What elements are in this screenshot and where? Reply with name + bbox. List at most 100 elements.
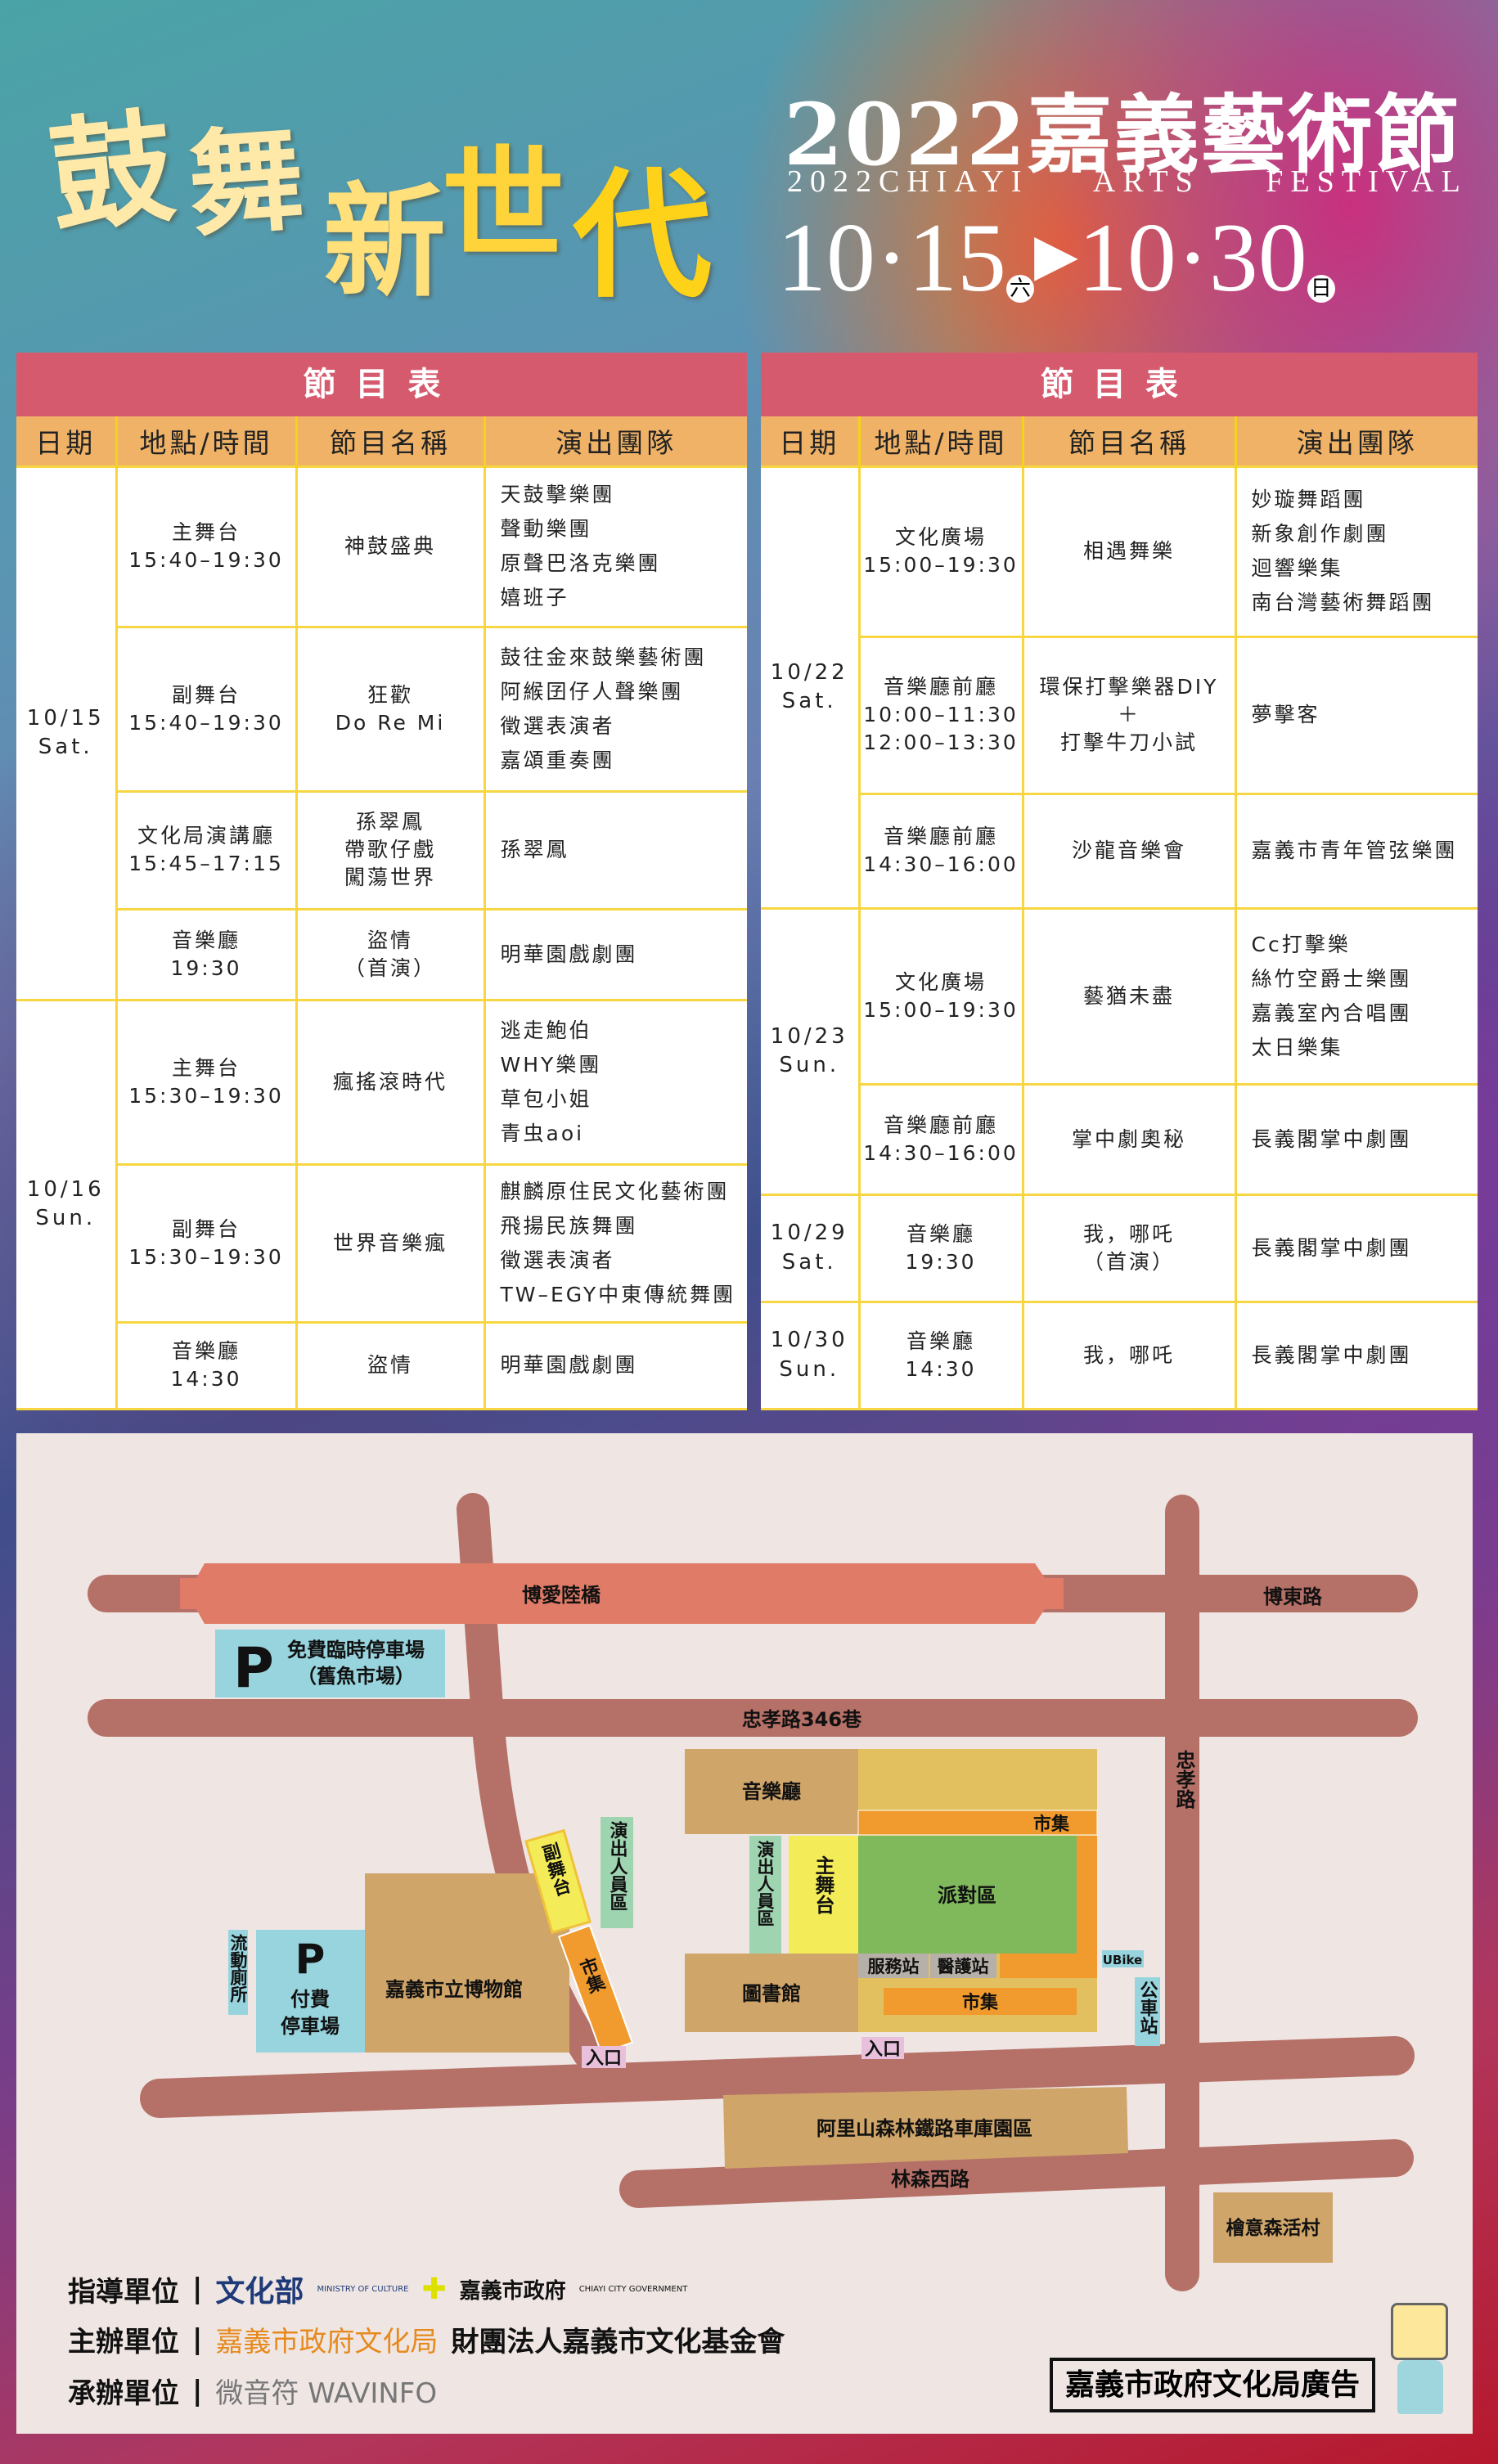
venue-time-cell: 主舞台 15:40–19:30 (115, 465, 298, 628)
team-cell: 長義閣掌中劇團 (1234, 1300, 1478, 1410)
program-cell: 孫翠鳳 帶歌仔戲 闖蕩世界 (295, 789, 486, 911)
col-team: 演出團隊 (1234, 416, 1478, 466)
paid-parking-label: 付費 (290, 1988, 330, 2011)
slogan-char: 舞 (184, 111, 308, 254)
side-stage: 副舞台 (524, 1828, 592, 1935)
hinoki-village (1213, 2192, 1333, 2263)
slogan-char: 世 (442, 133, 565, 277)
staff-area-left (601, 1817, 633, 1928)
alishan-railway-garage (723, 2087, 1128, 2169)
venue-time-cell: 主舞台 15:30–19:30 (115, 998, 298, 1166)
program-cell: 藝猶未盡 (1021, 906, 1237, 1086)
date-cell: 10/23 Sun. (761, 906, 861, 1196)
program-cell: 相遇舞樂 (1021, 465, 1237, 638)
museum (365, 1873, 569, 2053)
venue-time-cell: 音樂廳前廳 14:30–16:00 (857, 792, 1024, 910)
cultural-affairs-logo: 嘉義市政府文化局 (215, 2326, 439, 2358)
team-cell: 長義閣掌中劇團 (1234, 1193, 1478, 1303)
bridge-label: 博愛陸橋 (522, 1584, 601, 1607)
market-label: 市集 (1033, 1814, 1070, 1835)
arrow-icon: ▶ (1033, 224, 1078, 287)
road-linsen (619, 2139, 1414, 2208)
market-left: 市集 (557, 1924, 634, 2055)
ubike-station (1102, 1950, 1144, 1967)
venue-time-cell: 音樂廳 14:30 (115, 1320, 298, 1410)
main-stage-label: 主舞台 (812, 1855, 834, 1914)
advertisement-label: 嘉義市政府文化局廣告 (1050, 2358, 1375, 2412)
hero-banner: 鼓 舞 新 世 代 2022嘉義藝術節 2022CHIAYI ARTS FEST… (0, 0, 1498, 344)
staff-area-label: 演出人員區 (755, 1840, 776, 1927)
entrance-right (861, 2037, 904, 2059)
main-stage (789, 1836, 858, 1954)
alishan-label: 阿里山森林鐵路車庫園區 (816, 2117, 1032, 2140)
free-parking-sublabel: （舊魚市場） (297, 1665, 415, 1688)
program-cell: 神鼓盛典 (295, 465, 486, 628)
festival-title: 2022嘉義藝術節 (784, 84, 1461, 185)
program-cell: 狂歡 Do Re Mi (295, 625, 486, 793)
guidance-row: 指導單位| 文化部 MINISTRY OF CULTURE ✚ 嘉義市政府 CH… (68, 2268, 687, 2310)
venue-time-cell: 音樂廳 14:30 (857, 1300, 1024, 1410)
venue-time-cell: 副舞台 15:30–19:30 (115, 1162, 298, 1324)
team-cell: 麒麟原住民文化藝術團 飛揚民族舞團 徵選表演者 TW–EGY中東傳統舞團 (483, 1162, 747, 1324)
team-cell: 鼓往金來鼓樂藝術團 阿緱囝仔人聲樂團 徵選表演者 嘉頌重奏團 (483, 625, 747, 793)
venue-time-cell: 文化局演講廳 15:45–17:15 (115, 789, 298, 911)
library-label: 圖書館 (742, 1982, 801, 2005)
date-cell: 10/15 Sat. (16, 465, 118, 1001)
team-cell: 長義閣掌中劇團 (1234, 1082, 1478, 1196)
program-cell: 沙龍音樂會 (1021, 792, 1237, 910)
service-station-label: 服務站 (868, 1957, 920, 1976)
venue-time-cell: 副舞台 15:40–19:30 (115, 625, 298, 793)
entrance-label: 入口 (865, 2039, 901, 2060)
date-cell: 10/29 Sat. (761, 1193, 861, 1303)
date-end: 10·30 (1077, 203, 1307, 312)
schedule-table-left: 節目表 日期 地點/時間 節目名稱 演出團隊 10/15 Sat.主舞台 15:… (16, 353, 747, 1410)
team-cell: 嘉義市青年管弦樂團 (1234, 792, 1478, 910)
slogan-char: 鼓 (43, 94, 181, 251)
col-program: 節目名稱 (1021, 416, 1235, 466)
wavinfo-logo: 微音符 WAVINFO (215, 2377, 438, 2410)
divider: | (192, 2374, 203, 2408)
bus-stop-label: 公車站 (1137, 1981, 1158, 2035)
free-parking (215, 1630, 445, 1697)
schedule-title: 節目表 (16, 353, 747, 416)
schedule-title: 節目表 (761, 353, 1478, 416)
date-start: 10·15 (777, 203, 1006, 312)
bridge (180, 1563, 1064, 1624)
team-cell: 天鼓擊樂團 聲動樂團 原聲巴洛克樂團 嬉班子 (483, 465, 747, 628)
party-area (858, 1836, 1077, 1954)
date-end-day: 日 (1307, 275, 1335, 303)
team-cell: 明華園戲劇團 (483, 907, 747, 1001)
foundation-name: 財團法人嘉義市文化基金會 (451, 2326, 785, 2358)
library (685, 1954, 858, 2032)
col-venue-time: 地點/時間 (857, 416, 1023, 466)
team-cell: Cc打擊樂 絲竹空爵士樂團 嘉義室內合唱團 太日樂集 (1234, 906, 1478, 1086)
free-parking-label: 免費臨時停車場 (287, 1639, 425, 1661)
market-stalls-bottom (884, 1988, 1077, 2015)
festival-subtitle: 2022CHIAYI ARTS FESTIVAL (787, 164, 1468, 199)
col-team: 演出團隊 (483, 416, 747, 466)
linsen-road-label: 林森西路 (891, 2168, 970, 2191)
date-cell: 10/22 Sat. (761, 465, 861, 910)
col-date: 日期 (16, 416, 116, 466)
col-venue-time: 地點/時間 (115, 416, 296, 466)
program-cell: 瘋搖滾時代 (295, 998, 486, 1166)
service-station (858, 1954, 929, 1978)
chiayi-gov-logo: 嘉義市政府 (459, 2278, 566, 2304)
slogan-char: 新 (323, 170, 447, 314)
concert-hall (685, 1749, 858, 1834)
program-cell: 盜情 （首演） (295, 907, 486, 1001)
team-cell: 孫翠鳳 (483, 789, 747, 911)
entrance-label: 入口 (586, 2048, 622, 2069)
program-cell: 環保打擊樂器DIY ＋ 打擊牛刀小試 (1021, 635, 1237, 795)
medical-station (930, 1954, 996, 1978)
party-area-label: 派對區 (938, 1884, 996, 1907)
organizer-label: 主辦單位 (68, 2326, 179, 2358)
